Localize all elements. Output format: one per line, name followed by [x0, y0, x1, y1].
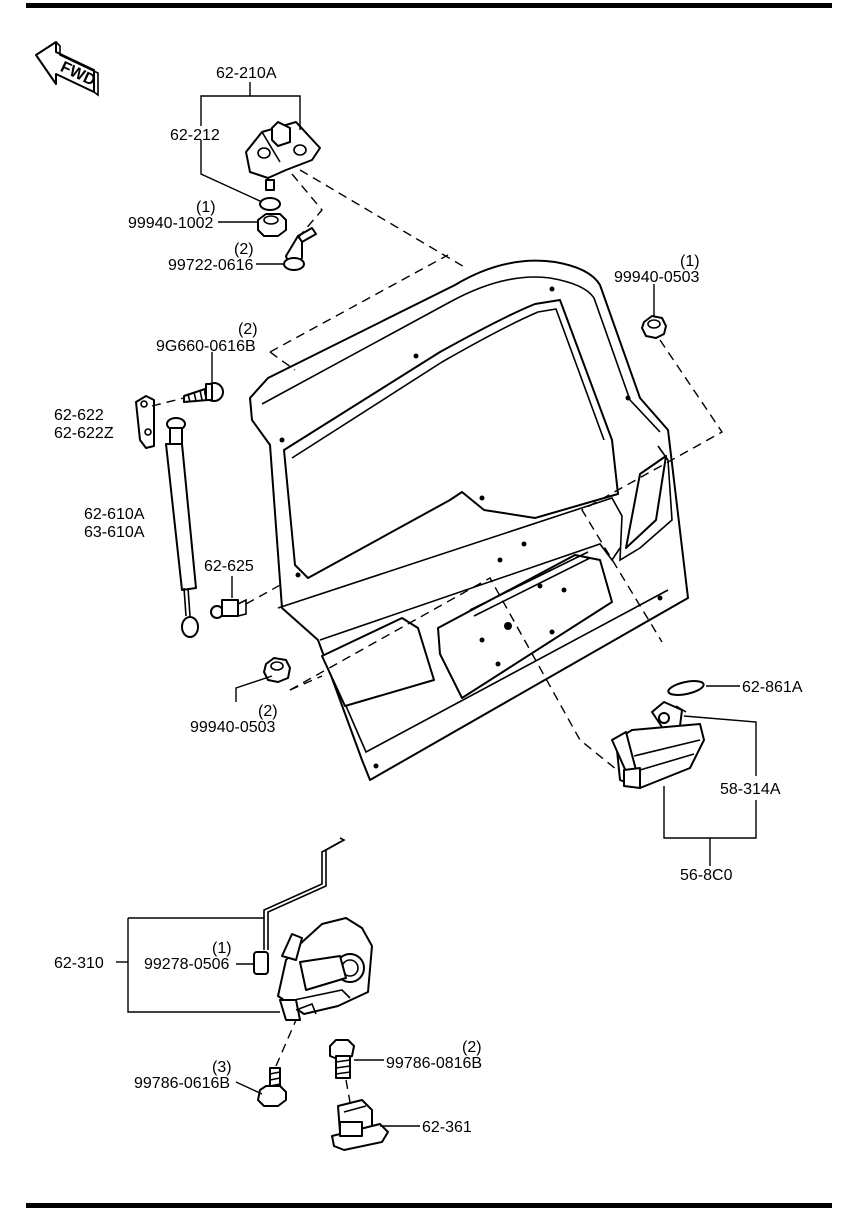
label-62-622: 62-622 — [54, 407, 104, 424]
switch — [651, 701, 687, 731]
strut-bolt — [183, 382, 224, 403]
label-99278-0506: 99278-0506 — [144, 956, 230, 973]
hinge-nut — [257, 213, 287, 237]
striker-bolt — [329, 1039, 355, 1079]
top-rule — [26, 3, 832, 8]
label-62-210a: 62-210A — [216, 65, 277, 82]
label-58-314a: 58-314A — [720, 781, 781, 798]
lock-bolt — [257, 1067, 287, 1107]
label-qty-99940-1002: (1) — [196, 199, 216, 216]
lock-rod — [263, 837, 346, 950]
label-56-8c0: 56-8C0 — [680, 867, 733, 884]
label-62-610a: 62-610A — [84, 506, 145, 523]
label-62-625: 62-625 — [204, 558, 254, 575]
label-qty-9g660-0616b: (2) — [238, 321, 258, 338]
label-62-361: 62-361 — [422, 1119, 472, 1136]
label-qty-99940-0503-lower: (2) — [258, 703, 278, 720]
washer — [259, 197, 281, 211]
strut-bracket — [135, 395, 155, 449]
label-qty-99940-0503-upper: (1) — [680, 253, 700, 270]
label-99940-0503-upper: 99940-0503 — [614, 269, 700, 286]
label-qty-99722-0616: (2) — [234, 241, 254, 258]
label-99940-1002: 99940-1002 — [128, 215, 214, 232]
label-62-212: 62-212 — [170, 127, 220, 144]
striker — [331, 1099, 389, 1151]
label-99786-0816b: 99786-0816B — [386, 1055, 482, 1072]
label-9g660-0616b: 9G660-0616B — [156, 338, 256, 355]
fwd-arrow-icon: FWD — [35, 41, 99, 97]
lower-nut — [263, 657, 291, 683]
label-63-610a: 63-610A — [84, 524, 145, 541]
label-62-861a: 62-861A — [742, 679, 803, 696]
handle — [611, 723, 705, 789]
label-qty-99786-0616b: (3) — [212, 1059, 232, 1076]
label-qty-99278-0506: (1) — [212, 940, 232, 957]
hinge-bolt — [283, 227, 317, 271]
label-62-622z: 62-622Z — [54, 425, 114, 442]
upper-nut — [641, 315, 667, 339]
gas-strut — [165, 417, 199, 638]
hinge — [245, 121, 321, 191]
bottom-rule — [26, 1203, 832, 1208]
label-99940-0503-lower: 99940-0503 — [190, 719, 276, 736]
lock-assembly — [277, 917, 373, 1021]
label-qty-99786-0816b: (2) — [462, 1039, 482, 1056]
label-99786-0616b: 99786-0616B — [134, 1075, 230, 1092]
liftgate-panel — [249, 259, 689, 781]
label-99722-0616: 99722-0616 — [168, 257, 254, 274]
ball-stud — [210, 598, 247, 619]
label-62-310: 62-310 — [54, 955, 104, 972]
lock-clip — [253, 951, 269, 975]
gasket — [667, 680, 705, 696]
